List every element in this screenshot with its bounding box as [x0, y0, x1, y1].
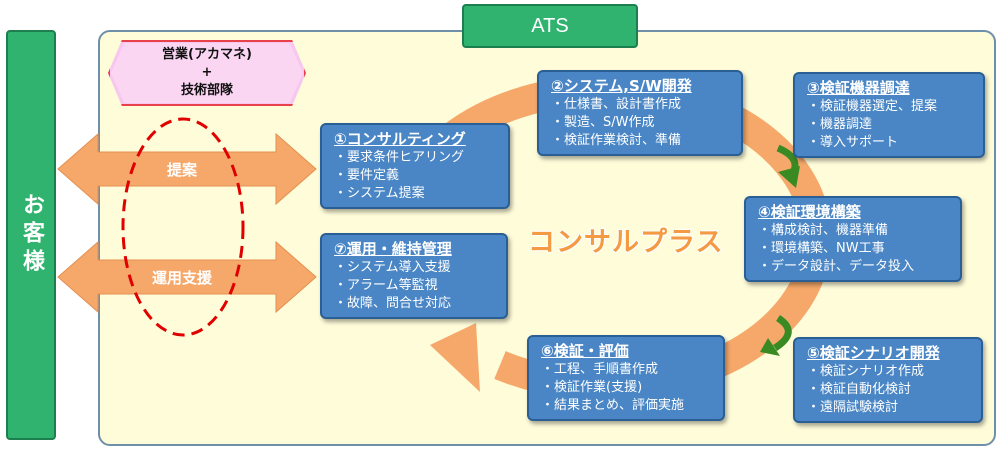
- step-item: 結果まとめ、評価実施: [541, 397, 713, 415]
- step-item: データ設計、データ投入: [758, 258, 950, 276]
- connector-arrowhead-3-4: [778, 166, 800, 188]
- customer-label: お客様: [19, 193, 44, 277]
- support-arrow: [57, 240, 317, 314]
- connector-arrowhead-4-5: [760, 338, 780, 356]
- step-verification-evaluation: ⑥検証・評価 工程、手順書作成 検証作業(支援) 結果まとめ、評価実施: [527, 335, 725, 421]
- step-scenario-development: ⑤検証シナリオ開発 検証シナリオ作成 検証自動化検討 遠隔試験検討: [793, 337, 983, 423]
- step-item: 検証作業(支援): [541, 379, 713, 397]
- dashed-ellipse: [121, 117, 245, 337]
- step-item: 遠隔試験検討: [807, 399, 971, 417]
- step-consulting: ①コンサルティング 要求条件ヒアリング 要件定義 システム提案: [320, 123, 510, 209]
- step-title: ④検証環境構築: [758, 203, 861, 221]
- step-item: アラーム等監視: [334, 277, 496, 295]
- step-item: 検証自動化検討: [807, 381, 971, 399]
- connector-arrow-4-5: [773, 315, 792, 351]
- team-line-sales: 営業(アカマネ): [162, 47, 252, 62]
- proposal-arrow: [57, 132, 317, 206]
- step-title: ②システム,S/W開発: [551, 77, 692, 95]
- ats-label: ATS: [462, 4, 638, 48]
- step-item: 構成検討、機器準備: [758, 222, 950, 240]
- team-line-plus: +: [201, 65, 213, 80]
- step-title: ①コンサルティング: [334, 130, 466, 148]
- step-item: 故障、問合せ対応: [334, 295, 496, 313]
- step-title: ③検証機器調達: [807, 79, 910, 97]
- proposal-label: 提案: [167, 161, 198, 179]
- step-item: 検証シナリオ作成: [807, 363, 971, 381]
- step-item: 環境構築、NW工事: [758, 240, 950, 258]
- support-label: 運用支援: [152, 269, 213, 287]
- step-item: 要件定義: [334, 167, 498, 185]
- step-operations-maintenance: ⑦運用・維持管理 システム導入支援 アラーム等監視 故障、問合せ対応: [320, 233, 508, 319]
- step-item: 検証機器選定、提案: [807, 98, 973, 116]
- team-line-tech: 技術部隊: [180, 83, 233, 98]
- step-item: 工程、手順書作成: [541, 361, 713, 379]
- step-equipment-procurement: ③検証機器調達 検証機器選定、提案 機器調達 導入サポート: [793, 72, 985, 158]
- team-label: 営業(アカマネ) + 技術部隊: [111, 43, 303, 103]
- step-item: 仕様書、設計書作成: [551, 96, 731, 114]
- step-title: ⑤検証シナリオ開発: [807, 344, 940, 362]
- step-item: システム導入支援: [334, 259, 496, 277]
- step-system-development: ②システム,S/W開発 仕様書、設計書作成 製造、S/W作成 検証作業検討、準備: [537, 70, 743, 156]
- customer-bar: お客様: [6, 30, 56, 440]
- step-item: システム提案: [334, 185, 498, 203]
- cycle-arrowhead: [430, 323, 480, 392]
- step-item: 導入サポート: [807, 134, 973, 152]
- step-environment-build: ④検証環境構築 構成検討、機器準備 環境構築、NW工事 データ設計、データ投入: [744, 196, 962, 282]
- step-title: ⑥検証・評価: [541, 342, 629, 360]
- step-item: 要求条件ヒアリング: [334, 149, 498, 167]
- step-item: 機器調達: [807, 116, 973, 134]
- cycle-title: コンサルプラス: [528, 227, 724, 258]
- step-item: 検証作業検討、準備: [551, 132, 731, 150]
- step-title: ⑦運用・維持管理: [334, 240, 452, 258]
- step-item: 製造、S/W作成: [551, 114, 731, 132]
